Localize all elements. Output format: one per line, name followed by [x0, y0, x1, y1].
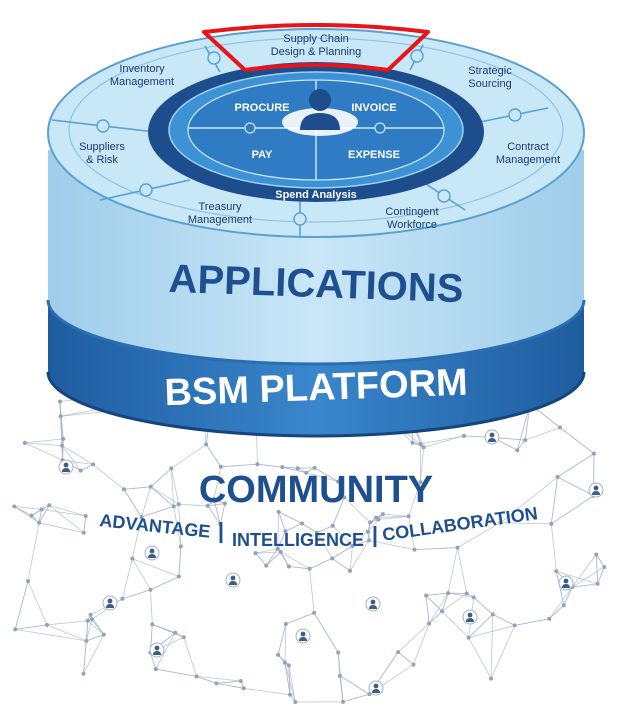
segment-label-supply-chain: Supply Chain [283, 33, 348, 45]
invoice-label: INVOICE [351, 102, 396, 114]
network-user-icon [225, 572, 241, 588]
segment-label-contingent-workforce: Workforce [387, 219, 437, 231]
segment-label-contract-management: Management [496, 154, 560, 166]
spend-analysis-label: Spend Analysis [275, 189, 357, 201]
user-icon [300, 89, 340, 130]
network-user-icon [462, 609, 478, 625]
highlight-box [202, 23, 430, 72]
separator-1: | [218, 518, 224, 543]
segment-label-inventory-management: Management [110, 76, 174, 88]
applications-title: APPLICATIONS [168, 257, 464, 311]
procure-label: PROCURE [234, 102, 289, 114]
network-user-icon [144, 545, 160, 561]
network-user-icon [558, 575, 574, 591]
segment-label-contingent-workforce: Contingent [385, 206, 438, 218]
segment-label-suppliers-risk: Suppliers [79, 141, 125, 153]
network-user-icon [484, 429, 500, 445]
network-user-icon [365, 596, 381, 612]
network-user-icon [149, 642, 165, 658]
expense-label: EXPENSE [348, 149, 400, 161]
segment-label-strategic-sourcing: Sourcing [468, 78, 511, 90]
segment-label-inventory-management: Inventory [119, 63, 165, 75]
separator-2: | [372, 522, 378, 547]
network-user-icon [58, 459, 74, 475]
network-user-icon [588, 482, 604, 498]
segment-label-contract-management: Contract [507, 141, 549, 153]
segment-label-strategic-sourcing: Strategic [468, 65, 512, 77]
value-advantage: ADVANTAGE [99, 510, 212, 542]
segment-label-treasury-management: Management [188, 214, 252, 226]
segment-label-suppliers-risk: & Risk [86, 154, 118, 166]
network-user-icon [102, 595, 118, 611]
center-hub [148, 62, 484, 202]
network-user-icon [295, 628, 311, 644]
segment-label-treasury-management: Treasury [199, 201, 242, 213]
network-user-icon [368, 680, 384, 696]
community-title: COMMUNITY [199, 469, 433, 511]
value-intelligence: INTELLIGENCE [232, 530, 364, 550]
segment-label-supply-chain: Design & Planning [271, 46, 362, 58]
pay-label: PAY [252, 149, 273, 161]
